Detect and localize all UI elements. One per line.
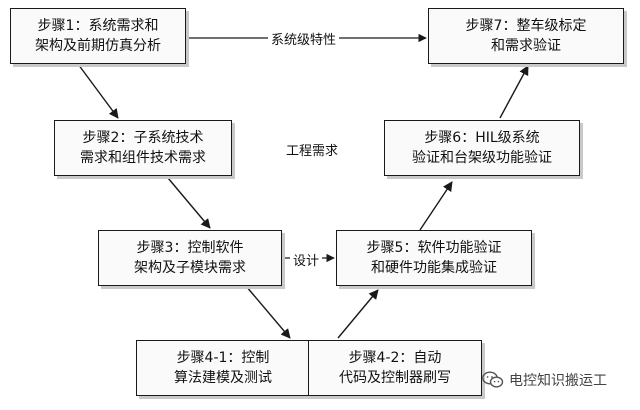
level-label-system: 系统级特性 xyxy=(268,29,340,48)
step-1-line-1: 步骤1：系统需求和 xyxy=(37,18,159,34)
arrow-s42-to-s5 xyxy=(337,289,379,339)
step-4-2-line-1: 步骤4-2：自动 xyxy=(348,350,442,366)
step-6-line-1: 步骤6：HIL级系统 xyxy=(424,130,540,146)
arrow-s3-to-s41 xyxy=(245,285,291,339)
arrow-s6-to-s7 xyxy=(499,65,529,119)
step-1-box: 步骤1：系统需求和 架构及前期仿真分析 xyxy=(10,8,186,64)
level-label-design: 设计 xyxy=(290,250,323,269)
wechat-icon xyxy=(482,371,504,388)
step-3-box: 步骤3：控制软件 架构及子模块需求 xyxy=(98,230,282,286)
step-7-box: 步骤7：整车级标定 和需求验证 xyxy=(428,8,624,64)
step-4-2-line-2: 代码及控制器刷写 xyxy=(339,370,451,386)
watermark: 电控知识搬运工 xyxy=(482,370,607,390)
step-4-1-box: 步骤4-1：控制 算法建模及测试 xyxy=(136,340,310,396)
step-7-line-1: 步骤7：整车级标定 xyxy=(465,18,587,34)
step-3-line-2: 架构及子模块需求 xyxy=(134,260,246,276)
arrow-s1-to-s2 xyxy=(77,63,119,119)
step-5-box: 步骤5：软件功能验证 和硬件功能集成验证 xyxy=(336,230,532,286)
step-3-line-1: 步骤3：控制软件 xyxy=(136,240,244,256)
step-7-line-2: 和需求验证 xyxy=(491,38,561,54)
step-2-line-2: 需求和组件技术需求 xyxy=(80,150,206,166)
arrow-s5-to-s6 xyxy=(419,181,453,231)
step-2-box: 步骤2：子系统技术 需求和组件技术需求 xyxy=(54,120,232,176)
step-4-1-line-1: 步骤4-1：控制 xyxy=(176,350,270,366)
step-1-line-2: 架构及前期仿真分析 xyxy=(35,38,161,54)
step-6-line-2: 验证和台架级功能验证 xyxy=(412,150,552,166)
level-label-engineering: 工程需求 xyxy=(283,140,342,159)
step-4-2-box: 步骤4-2：自动 代码及控制器刷写 xyxy=(308,340,482,396)
step-5-line-2: 和硬件功能集成验证 xyxy=(371,260,497,276)
watermark-text: 电控知识搬运工 xyxy=(509,373,607,389)
arrow-s2-to-s3 xyxy=(167,177,211,229)
step-6-box: 步骤6：HIL级系统 验证和台架级功能验证 xyxy=(384,120,580,176)
step-4-1-line-2: 算法建模及测试 xyxy=(174,370,272,386)
step-2-line-1: 步骤2：子系统技术 xyxy=(82,130,204,146)
step-5-line-1: 步骤5：软件功能验证 xyxy=(366,240,502,256)
